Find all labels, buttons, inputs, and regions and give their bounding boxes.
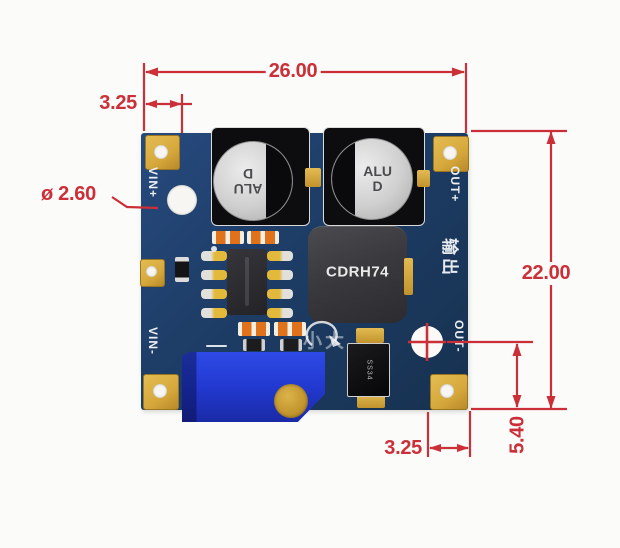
capacitor-right-label: ALU D <box>363 163 392 194</box>
dim-label-bottom-offset: 3.25 <box>384 437 422 459</box>
label-vin-plus: VIN+ <box>146 167 160 199</box>
dim-label-top-offset: 3.25 <box>99 92 137 114</box>
diode-label: SS34 <box>365 359 372 381</box>
diode: SS34 <box>347 343 390 397</box>
label-out-minus: OUT- <box>452 320 466 353</box>
smd-component-left <box>175 257 189 282</box>
smd-resistor-pair <box>212 231 244 244</box>
smd-capacitor <box>280 339 302 351</box>
potentiometer-screw <box>274 384 308 418</box>
silkscreen-line <box>206 345 227 347</box>
ic-pad <box>267 251 293 261</box>
mounting-hole-top-right <box>443 146 457 160</box>
smd-capacitor <box>243 339 265 351</box>
inductor-terminal <box>404 258 413 295</box>
dim-label-height: 22.00 <box>518 262 574 285</box>
ic-pad <box>267 308 293 318</box>
dim-label-out-offset: 5.40 <box>506 413 530 457</box>
capacitor-right: ALU D <box>331 138 413 220</box>
dimension-3-25-top <box>145 94 192 133</box>
ic-pad <box>267 289 293 299</box>
dimension-3-25-bottom <box>426 411 472 457</box>
inductor: CDRH74 <box>308 226 407 323</box>
dim-label-hole-diameter: ø 2.60 <box>41 183 96 205</box>
ic-pad <box>201 270 227 280</box>
ic-pad <box>267 270 293 280</box>
label-out-plus: OUT+ <box>448 166 462 203</box>
silkscreen-dot <box>211 246 217 252</box>
edge-hole-mid-left <box>146 266 157 277</box>
capacitor-left: ALU D <box>213 141 293 221</box>
watermark-text: 小大 <box>303 331 348 352</box>
mounting-hole-bottom-right <box>440 384 454 398</box>
ic-marking <box>245 256 249 306</box>
dim-label-width: 26.00 <box>265 60 321 83</box>
pad-between-caps <box>305 168 321 187</box>
mounting-hole-bottom-left <box>153 384 167 398</box>
out-minus-hole <box>411 326 443 358</box>
ic-pad <box>201 308 227 318</box>
smd-resistor-pair <box>247 231 279 244</box>
label-vin-minus: VIN- <box>146 327 160 355</box>
label-output-chinese: 输出 <box>440 238 459 278</box>
pad-right-of-cap <box>417 170 430 187</box>
ic-pad <box>201 251 227 261</box>
inductor-label: CDRH74 <box>325 263 390 281</box>
ic-pad <box>201 289 227 299</box>
capacitor-right-stripe <box>332 139 356 219</box>
capacitor-left-label: ALU D <box>233 166 263 197</box>
via-hole-2-60 <box>167 185 197 215</box>
smd-resistor-pair <box>238 322 270 336</box>
smd-resistor-pair <box>274 322 306 336</box>
mounting-hole-top-left <box>154 145 168 159</box>
diode-pad-top <box>356 328 384 343</box>
capacitor-left-stripe <box>266 142 292 220</box>
ic-chip <box>227 249 267 315</box>
